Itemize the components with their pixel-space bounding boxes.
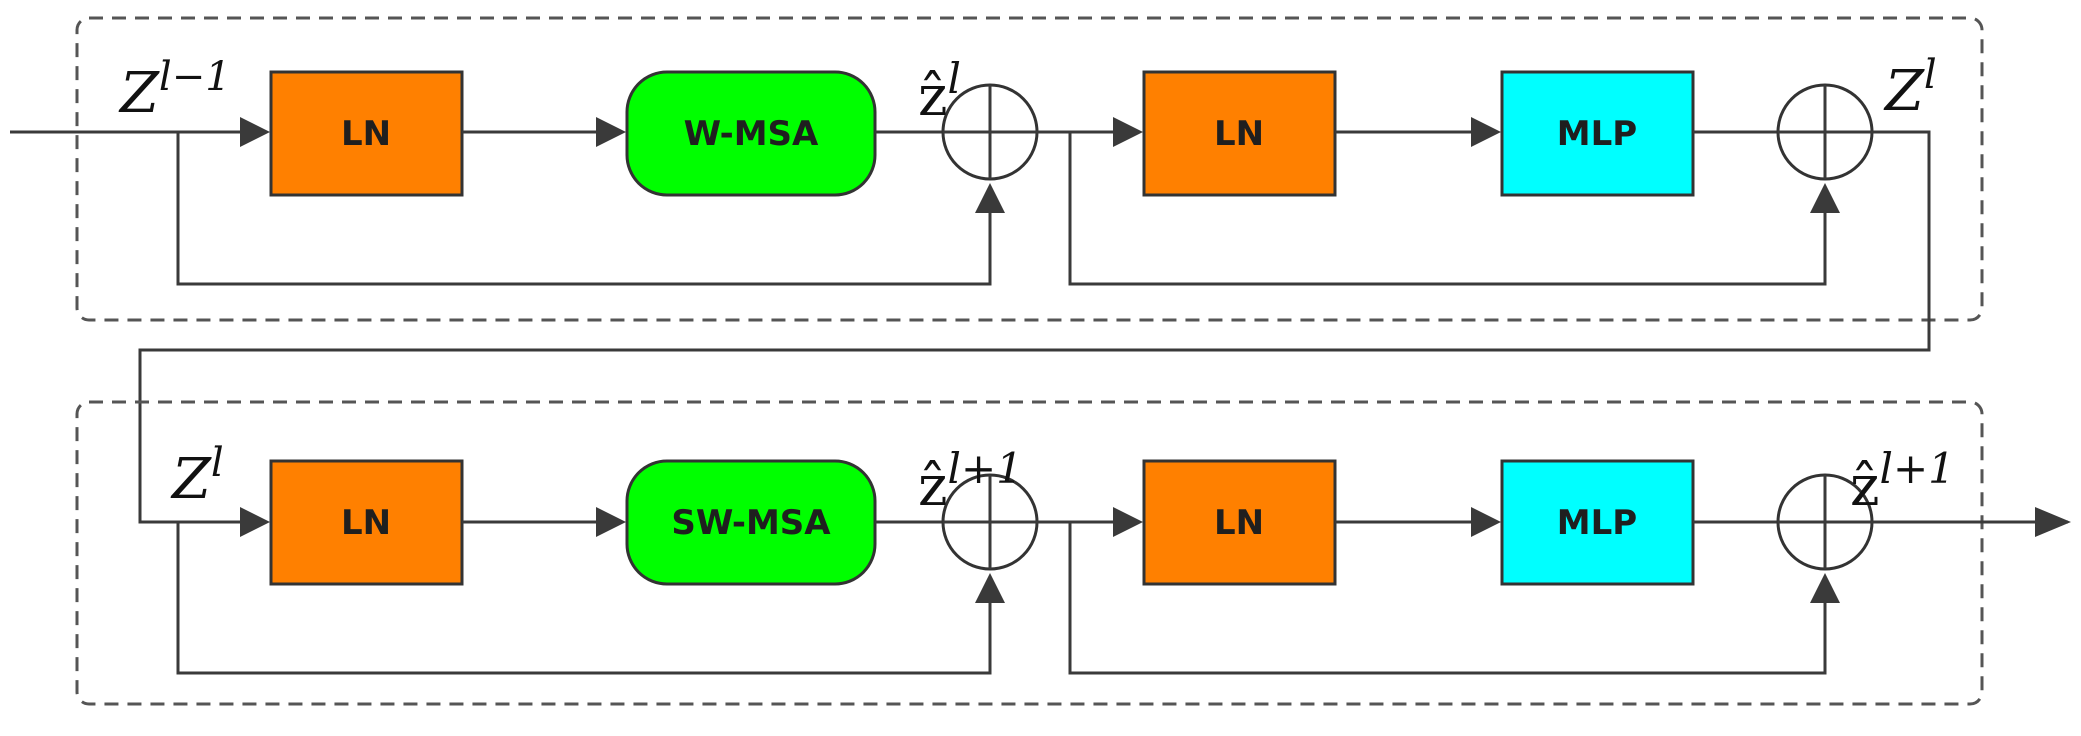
top-attention-label: W-MSA: [684, 114, 819, 154]
top-input-label: Zl−1: [118, 54, 231, 126]
bottom-block-frame: [75, 400, 1984, 706]
bottom-ln2-box: [1142, 459, 1337, 586]
top-mlp-label: MLP: [1557, 114, 1637, 154]
top-output-label: Zl: [1883, 52, 1937, 124]
bottom-residual-2-path: [1068, 522, 1840, 675]
bottom-block: LN SW-MSA ẑl+1 LN MLP: [75, 400, 2071, 706]
top-ln2-box: [1142, 70, 1337, 197]
top-ln1-label: LN: [341, 114, 391, 154]
bottom-residual-1-path: [176, 522, 1005, 675]
top-add1-circle: [941, 83, 1039, 181]
top-mlp-box: [1500, 70, 1695, 197]
top-residual-2-path: [1068, 132, 1840, 286]
inter-block-connector: [138, 130, 1931, 537]
bottom-ln1-label: LN: [341, 503, 391, 543]
bottom-mlp-box: [1500, 459, 1695, 586]
top-ln1-box: [269, 70, 464, 197]
bottom-input-label: Zl: [170, 440, 224, 512]
bottom-ln2-label: LN: [1214, 503, 1264, 543]
top-ln2-label: LN: [1214, 114, 1264, 154]
top-mid-label: ẑl: [918, 54, 961, 129]
top-block-frame: [75, 16, 1984, 322]
top-residual-1-path: [176, 132, 1005, 286]
bottom-output-label: ẑl+1: [1850, 444, 1955, 519]
bottom-attention-label: SW-MSA: [671, 503, 831, 543]
top-block: LN W-MSA ẑl LN MLP: [10, 16, 1984, 322]
bottom-mid-label: ẑl+1: [918, 444, 1023, 519]
bottom-mlp-label: MLP: [1557, 503, 1637, 543]
top-add2-circle: [1776, 83, 1874, 181]
bottom-add2-circle: [1776, 473, 1874, 571]
